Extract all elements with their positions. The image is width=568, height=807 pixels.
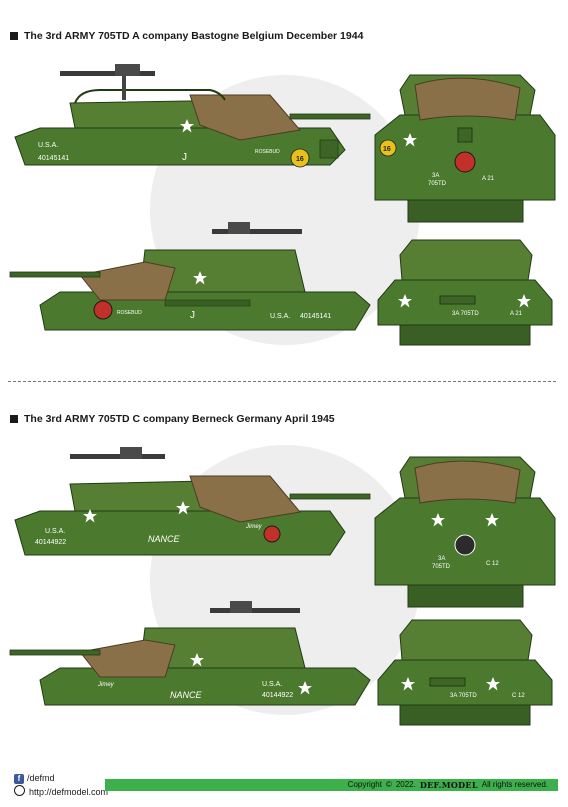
tank-number-marking: 16 bbox=[296, 156, 304, 163]
tiger-emblem-icon bbox=[93, 300, 113, 320]
tank-side-view-4 bbox=[9, 601, 371, 706]
number-badge bbox=[290, 148, 310, 168]
section-title-1: The 3rd ARMY 705TD A company Bastogne Be… bbox=[10, 30, 363, 42]
front-code-marking: A 21 bbox=[510, 311, 523, 317]
tank-front-view-2 bbox=[377, 239, 553, 346]
tank-serial-marking: 40145141 bbox=[38, 155, 69, 162]
section-title-text-2: The 3rd ARMY 705TD C company Berneck Ger… bbox=[24, 413, 335, 425]
website-link[interactable]: http://defmodel.com bbox=[14, 785, 108, 799]
tank-name-marking: NANCE bbox=[148, 534, 181, 544]
tank-serial-marking: 40144922 bbox=[35, 539, 66, 546]
front-unit-marking: 3A 705TD bbox=[450, 693, 477, 699]
tank-serial-marking: 40144922 bbox=[262, 692, 293, 699]
tank-side-view-3 bbox=[14, 447, 371, 556]
rear-unit-marking: 705TD bbox=[428, 181, 447, 187]
tank-name-marking: ROSEBUD bbox=[117, 310, 142, 316]
facebook-icon: f bbox=[14, 774, 24, 784]
tank-serial-marking: 40145141 bbox=[300, 313, 331, 320]
section-title-2: The 3rd ARMY 705TD C company Berneck Ger… bbox=[10, 413, 335, 425]
rear-unit-marking: 705TD bbox=[432, 564, 451, 570]
front-unit-marking: 3A 705TD bbox=[452, 311, 479, 317]
tank-rear-view-1 bbox=[374, 74, 556, 223]
facebook-link[interactable]: f/defmd bbox=[14, 772, 108, 785]
tank-usa-marking: U.S.A. bbox=[38, 142, 58, 149]
tank-front-view-4 bbox=[377, 619, 553, 726]
brand-logo: DEF.MODEL bbox=[419, 780, 478, 790]
tank-usa-marking: U.S.A. bbox=[270, 313, 290, 320]
tank-rear-view-3 bbox=[374, 456, 556, 608]
rear-code-marking: A 21 bbox=[482, 176, 495, 182]
tank-nickname-marking: Jimey bbox=[245, 524, 263, 530]
section-divider bbox=[8, 381, 556, 382]
tank-letter-marking: J bbox=[190, 310, 195, 321]
tank-nickname-marking: Jimey bbox=[97, 682, 115, 688]
tank-usa-marking: U.S.A. bbox=[262, 681, 282, 688]
globe-icon bbox=[14, 785, 25, 796]
tiger-emblem-icon bbox=[263, 525, 281, 543]
emblem-icon bbox=[454, 534, 476, 556]
tank-letter-marking: J bbox=[182, 152, 187, 163]
rear-code-marking: C 12 bbox=[486, 561, 499, 567]
copyright-icon: © bbox=[385, 780, 392, 789]
rear-unit-marking: 3A bbox=[432, 173, 439, 179]
section-title-text-1: The 3rd ARMY 705TD A company Bastogne Be… bbox=[24, 30, 364, 42]
front-code-marking: C 12 bbox=[512, 693, 525, 699]
rear-number-marking: 16 bbox=[383, 146, 391, 153]
bullet-square-icon bbox=[10, 415, 18, 423]
footer-green-bar bbox=[105, 779, 558, 791]
tank-side-view-1 bbox=[14, 64, 371, 168]
tiger-emblem-icon bbox=[454, 151, 476, 173]
tank-usa-marking: U.S.A. bbox=[45, 528, 65, 535]
copyright-notice: Copyright © 2022. DEF.MODEL All rights r… bbox=[347, 780, 548, 790]
tank-name-marking: NANCE bbox=[170, 690, 203, 700]
rear-unit-marking: 3A bbox=[438, 556, 445, 562]
footer-links: f/defmd http://defmodel.com bbox=[14, 772, 108, 799]
tank-side-view-2 bbox=[9, 222, 371, 331]
bullet-square-icon bbox=[10, 32, 18, 40]
tank-name-marking: ROSEBUD bbox=[255, 149, 280, 155]
